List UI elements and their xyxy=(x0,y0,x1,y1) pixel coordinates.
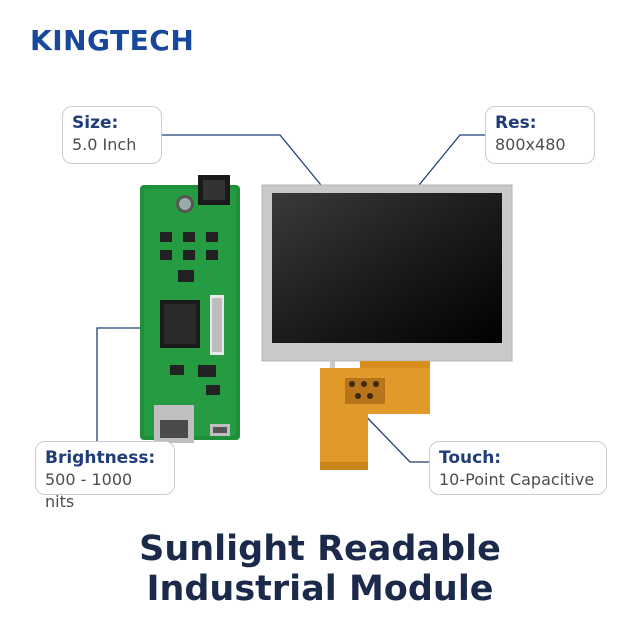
lcd-panel-image xyxy=(261,184,513,362)
callout-size: Size: 5.0 Inch xyxy=(62,106,162,164)
touch-value: 10-Point Capacitive xyxy=(439,470,595,489)
touch-title: Touch: xyxy=(439,448,502,468)
brightness-value: 500 - 1000 nits xyxy=(45,470,133,511)
brand-logo: KINGTECH xyxy=(30,24,195,57)
headline-line-2: Industrial Module xyxy=(146,569,494,609)
leader-line-size xyxy=(162,134,331,197)
callout-touch: Touch: 10-Point Capacitive xyxy=(429,441,607,495)
pcb-board-image xyxy=(140,175,240,443)
leader-line-res xyxy=(409,134,485,197)
callout-brightness: Brightness: 500 - 1000 nits xyxy=(35,441,175,511)
size-title: Size: xyxy=(72,113,119,133)
headline-line-1: Sunlight Readable xyxy=(139,529,501,569)
brightness-title: Brightness: xyxy=(45,448,156,468)
flex-cable-image xyxy=(320,361,430,470)
resolution-value: 800x480 xyxy=(495,135,566,154)
size-value: 5.0 Inch xyxy=(72,135,137,154)
callout-leader-lines xyxy=(96,134,485,463)
resolution-title: Res: xyxy=(495,113,537,133)
callout-resolution: Res: 800x480 xyxy=(485,106,595,164)
leader-line-touch xyxy=(355,405,429,463)
